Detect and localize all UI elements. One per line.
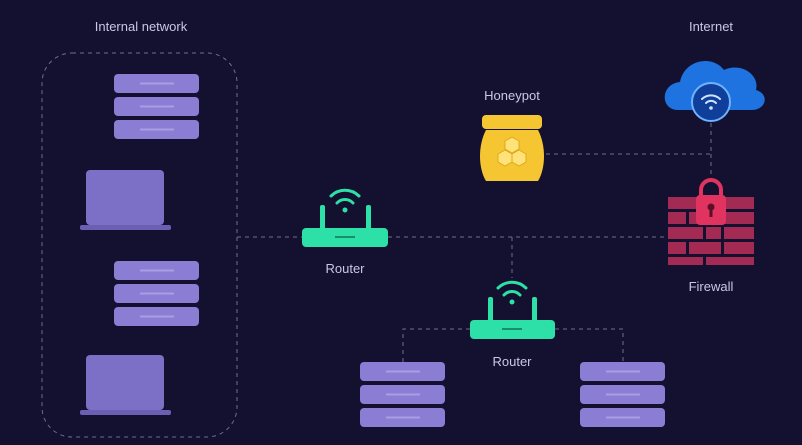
router-icon <box>470 280 555 339</box>
internal-network-label: Internal network <box>94 19 188 34</box>
laptop-icon <box>80 170 171 230</box>
server-stack-1 <box>114 74 199 139</box>
internal-network-boundary <box>41 52 238 438</box>
firewall-icon <box>668 178 754 265</box>
internet-label: Internet <box>688 19 734 34</box>
server-stack-2 <box>114 261 199 326</box>
honeypot-icon <box>480 115 544 181</box>
router-label: Router <box>492 354 532 369</box>
honeypot-label: Honeypot <box>484 88 540 103</box>
laptop-icon <box>80 355 171 415</box>
server-stack-4 <box>580 362 665 427</box>
cloud-icon <box>664 60 765 122</box>
server-stack-3 <box>360 362 445 427</box>
router-label: Router <box>325 261 365 276</box>
firewall-label: Firewall <box>688 279 734 294</box>
line-honeypot-to-internet <box>546 118 712 155</box>
router-icon <box>302 188 388 247</box>
line-router2-to-servers <box>402 328 624 362</box>
